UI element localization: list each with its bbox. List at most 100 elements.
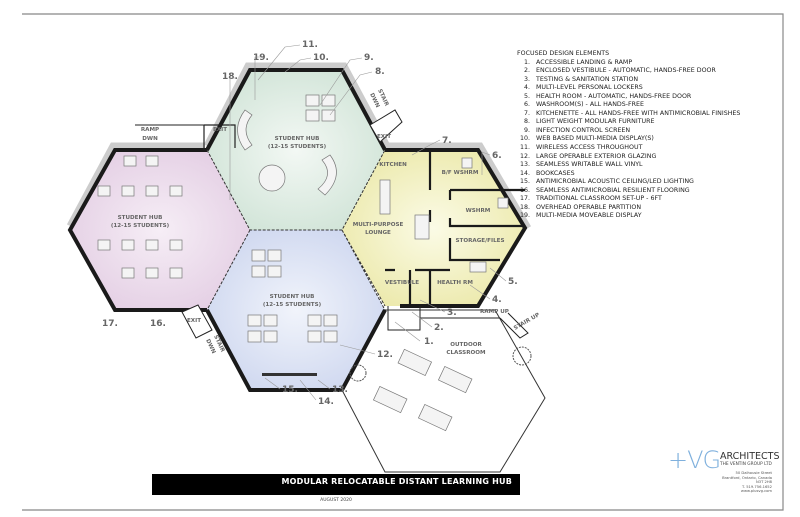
legend-item: 2. ENCLOSED VESTIBULE - AUTOMATIC, HANDS-… [517, 67, 740, 76]
room-label: HEALTH RM [437, 280, 473, 286]
exit-label: EXIT [213, 127, 227, 133]
room-label: WSHRM [466, 208, 491, 214]
legend-item-text: OVERHEAD OPERABLE PARTITION [536, 203, 642, 211]
callout-13: 13. [332, 385, 348, 395]
legend-item-number: 14. [519, 169, 530, 177]
tree-icon [512, 346, 532, 366]
student-hub-blue [207, 230, 385, 390]
legend-item-text: LIGHT WEIGHT MODULAR FURNITURE [536, 118, 655, 126]
legend-title: FOCUSED DESIGN ELEMENTS [517, 50, 610, 57]
address-line: T. 519.756.1652 [742, 484, 772, 489]
callout-12: 12. [377, 350, 393, 360]
legend-item-number: 12. [519, 152, 530, 160]
legend-item-text: WASHROOM(S) - ALL HANDS-FREE [536, 101, 644, 109]
ramp-down-label: DWN [142, 136, 158, 142]
legend-item: 11.WIRELESS ACCESS THROUGHOUT [517, 144, 740, 153]
legend-item-text: BOOKCASES [536, 169, 575, 177]
legend-item-number: 4. [523, 84, 530, 92]
room-label: STUDENT HUB [118, 215, 163, 221]
legend-item-text: WEB BASED MULTI-MEDIA DISPLAY(S) [536, 135, 654, 143]
drawing-date: AUGUST 2020 [320, 498, 352, 503]
legend-item-text: ENCLOSED VESTIBULE - AUTOMATIC, HANDS-FR… [536, 67, 716, 75]
legend-item-number: 16. [519, 186, 530, 194]
legend-item: 6.WASHROOM(S) - ALL HANDS-FREE [517, 101, 740, 110]
room-label: (12-15 STUDENTS) [263, 302, 322, 308]
address-line: Brantford, Ontario, Canada [722, 475, 772, 480]
exit-northeast[interactable] [369, 109, 403, 143]
ramp-up-label: RAMP UP [480, 309, 509, 315]
callout-8: 8. [375, 67, 385, 77]
firm-address: 50 Dalhousie Street Brantford, Ontario, … [722, 471, 772, 494]
room-label: B/F WSHRM [442, 170, 479, 176]
legend-item-number: 9. [523, 126, 530, 134]
student-hub-purple [70, 150, 250, 310]
callout-numbers: 1. 2. 3. 4. 5. 6. 7. 8. 9. 10. 11. 12. 1… [102, 40, 518, 407]
legend-item: 19. MULTI-MEDIA MOVEABLE DISPLAY [517, 212, 740, 221]
exit-label: EXIT [377, 134, 391, 140]
callout-15: 15. [282, 385, 298, 395]
green-hub-furniture [237, 94, 337, 196]
exit-vestibule-north[interactable] [203, 124, 236, 150]
callout-11: 11. [302, 40, 318, 50]
legend-item-text: TRADITIONAL CLASSROOM SET-UP - 6FT [536, 195, 662, 203]
legend-item: 5.HEALTH ROOM - AUTOMATIC, HANDS-FREE DO… [517, 93, 740, 102]
legend-item-text: LARGE OPERABLE EXTERIOR GLAZING [536, 152, 657, 160]
legend-item-text: SEAMLESS ANTIMICROBIAL RESILIENT FLOORIN… [536, 186, 690, 194]
room-label: STORAGE/FILES [455, 238, 504, 244]
room-label: VESTIBULE [385, 280, 419, 286]
callout-16: 16. [150, 319, 166, 329]
legend-item-text: MULTI-LEVEL PERSONAL LOCKERS [536, 84, 643, 92]
room-label: MULTI-PURPOSE [353, 222, 404, 228]
legend-item: 13.SEAMLESS WRITABLE WALL VINYL [517, 161, 740, 170]
legend-item-number: 11. [519, 144, 530, 152]
address-line: N3T 2H8 [756, 480, 772, 485]
exit-label: EXIT [187, 318, 201, 324]
legend-item-number: 18. [519, 203, 530, 211]
ramp-down-label: RAMP [141, 127, 159, 133]
legend-item-number: 2. [523, 67, 530, 75]
legend-item-number: 15. [519, 178, 530, 186]
legend-item-text: MULTI-MEDIA MOVEABLE DISPLAY [536, 212, 642, 220]
tree-icon [349, 364, 367, 382]
legend-item-text: ACCESSIBLE LANDING & RAMP [536, 58, 633, 66]
legend-item: 1. ACCESSIBLE LANDING & RAMP [517, 59, 740, 68]
legend-item: 14. BOOKCASES [517, 170, 740, 179]
exterior-wall [205, 309, 387, 392]
callout-3: 3. [447, 308, 457, 318]
legend-item-number: 19. [519, 212, 530, 220]
legend-item-number: 1. [523, 58, 530, 66]
logo-subtitle: THE VENTIN GROUP LTD [720, 462, 772, 467]
address-line[interactable]: www.plusvg.com [740, 489, 772, 494]
leader-lines [229, 44, 507, 401]
legend-item-number: 8. [523, 118, 530, 126]
legend-item: 9.INFECTION CONTROL SCREEN [517, 127, 740, 136]
exterior-wall [205, 68, 387, 151]
legend-item-text: SEAMLESS WRITABLE WALL VINYL [536, 161, 643, 169]
outdoor-benches [349, 346, 532, 432]
legend-item-text: HEALTH ROOM - AUTOMATIC, HANDS-FREE DOOR [536, 92, 692, 100]
student-hub-green [207, 70, 385, 230]
stair-up[interactable] [499, 312, 529, 339]
logo-mark: +VG [668, 446, 721, 474]
room-label: KITCHEN [379, 162, 407, 168]
legend-item-number: 7. [523, 109, 530, 117]
callout-9: 9. [364, 53, 374, 63]
room-label: OUTDOOR [450, 342, 482, 348]
lounge-furniture [379, 157, 509, 273]
callout-10: 10. [313, 53, 329, 63]
callout-4: 4. [492, 295, 502, 305]
operable-partition [206, 149, 386, 311]
title-bar: MODULAR RELOCATABLE DISTANT LEARNING HUB [152, 474, 520, 495]
legend-item-text: TESTING & SANITATION STATION [536, 75, 639, 83]
legend-item: 8. LIGHT WEIGHT MODULAR FURNITURE [517, 118, 740, 127]
legend-item: 7.KITCHENETTE - ALL HANDS-FREE WITH ANTI… [517, 110, 740, 119]
callout-18: 18. [222, 72, 238, 82]
callout-1: 1. [424, 337, 434, 347]
callout-14: 14. [318, 397, 334, 407]
room-label: (12-15 STUDENTS) [111, 223, 170, 229]
exit-southwest[interactable] [181, 304, 213, 339]
address-line: 50 Dalhousie Street [735, 471, 772, 475]
exterior-wall [385, 148, 528, 308]
